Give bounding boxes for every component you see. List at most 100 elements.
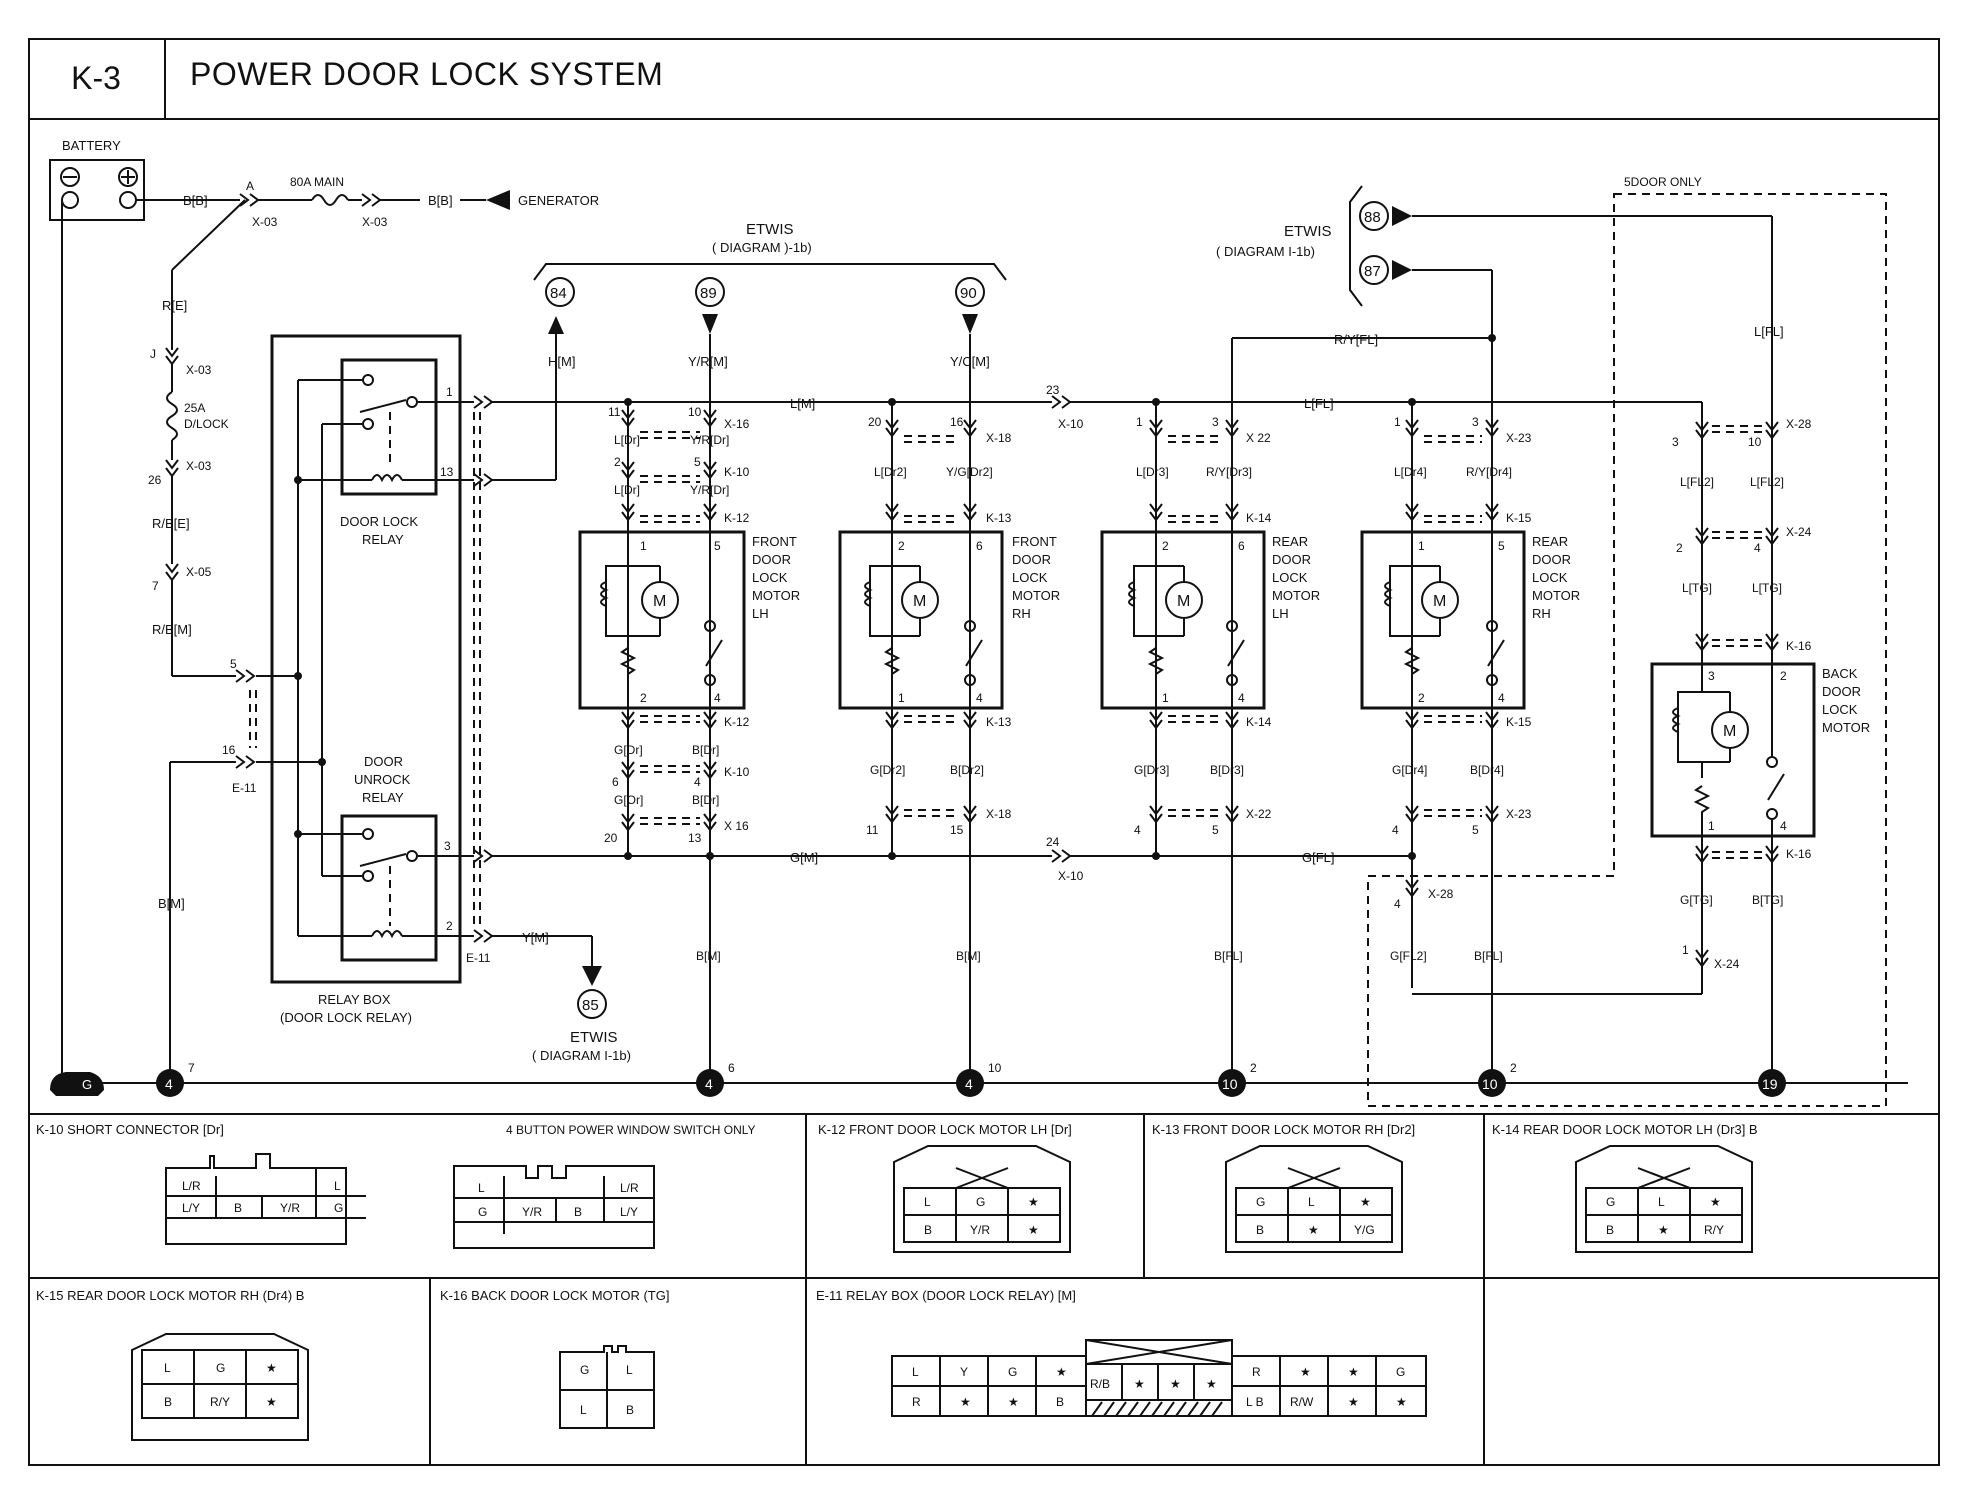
pin-label: 6 <box>612 775 619 789</box>
wire-label: G[Dr3] <box>1134 763 1169 777</box>
relay-label: RELAY <box>362 790 404 805</box>
wire-label: L[Dr] <box>614 433 640 447</box>
battery-label: BATTERY <box>62 138 121 153</box>
five-door-label: 5DOOR ONLY <box>1624 175 1702 189</box>
wire-label: H[M] <box>548 354 575 369</box>
pin-label: 3 <box>1708 669 1715 683</box>
ground-points: G 4 7 4 6 4 10 10 2 10 2 19 <box>50 1061 1786 1097</box>
connector-label: X-23 <box>1506 431 1532 445</box>
connector-label: K-12 <box>724 715 750 729</box>
connector-label: X-18 <box>986 807 1012 821</box>
connector-title: K-13 FRONT DOOR LOCK MOTOR RH [Dr2] <box>1152 1122 1415 1137</box>
pin-cell: ★ <box>1308 1223 1319 1237</box>
connector-label: K-16 <box>1786 639 1812 653</box>
pin-cell: B <box>1606 1223 1614 1237</box>
motor-label: LOCK <box>1532 570 1568 585</box>
etwis-node: 89 <box>700 285 717 302</box>
motor-symbol: M <box>1723 723 1736 740</box>
wire-label: Y/C[M] <box>950 354 990 369</box>
pin-label: 4 <box>1498 691 1505 705</box>
connector-label: X 22 <box>1246 431 1271 445</box>
wire-label: L[FL2] <box>1680 475 1714 489</box>
motor-label: MOTOR <box>1822 720 1870 735</box>
motor-label: FRONT <box>1012 534 1057 549</box>
pin-cell: L/Y <box>182 1201 200 1215</box>
page-title: POWER DOOR LOCK SYSTEM <box>190 56 664 92</box>
motor-label: BACK <box>1822 666 1858 681</box>
pin-label: 1 <box>640 539 647 553</box>
pin-cell: R <box>912 1395 921 1409</box>
pin-label: 4 <box>1392 823 1399 837</box>
pin-cell: B <box>574 1205 582 1219</box>
connector-label: X-28 <box>1428 887 1454 901</box>
pin-label: 1 <box>1162 691 1169 705</box>
pin-cell: R/Y <box>210 1395 230 1409</box>
wire-label: G[Or] <box>614 793 643 807</box>
pin-cell: B <box>1256 1223 1264 1237</box>
pin-label: 2 <box>614 455 621 469</box>
motor-label: REAR <box>1272 534 1308 549</box>
pin-label: 2 <box>1676 541 1683 555</box>
pin-cell: L <box>924 1195 931 1209</box>
generator-label: GENERATOR <box>518 193 599 208</box>
pin-label: 2 <box>446 919 453 933</box>
ground-node: 10 <box>1482 1076 1498 1092</box>
pin-cell: R/B <box>1090 1377 1110 1391</box>
ground-sub: 7 <box>188 1061 195 1075</box>
pin-cell: G <box>216 1361 225 1375</box>
wire-label: Y/R[M] <box>688 354 728 369</box>
pin-cell: ★ <box>1206 1377 1217 1391</box>
wire-label: G[Dr4] <box>1392 763 1427 777</box>
pin-cell: G <box>334 1201 343 1215</box>
wire-label: Y/G[Dr2] <box>946 465 993 479</box>
pin-label: 4 <box>976 691 983 705</box>
pin-label: 6 <box>976 539 983 553</box>
wire-label: L[Dr2] <box>874 465 907 479</box>
pin-label: 5 <box>694 455 701 469</box>
pin-cell: B <box>164 1395 172 1409</box>
wire-label: B[M] <box>158 896 185 911</box>
connector-label: X 16 <box>724 819 749 833</box>
pin-label: 15 <box>950 823 964 837</box>
connector-title: K-14 REAR DOOR LOCK MOTOR LH (Dr3] B <box>1492 1122 1758 1137</box>
connector-label: K-14 <box>1246 511 1272 525</box>
diagram-frame <box>28 38 1940 1466</box>
ground-sub: 2 <box>1250 1061 1257 1075</box>
pin-cell: R/Y <box>1704 1223 1724 1237</box>
ground-label: G <box>82 1077 92 1092</box>
etwis-right: ETWIS ( DIAGRAM I-1b) 88 87 <box>1216 185 1412 307</box>
connector-label: K-12 <box>724 511 750 525</box>
fuse-label: D/LOCK <box>184 417 229 431</box>
pin-cell: ★ <box>266 1361 277 1375</box>
pin-cell: ★ <box>1710 1195 1721 1209</box>
connector-label: E-11 <box>466 951 491 965</box>
rear-door-lock-motor-rh: 1 3 X-23 L[Dr4] R/Y[Dr4] K-15 1 5 2 4 M … <box>1360 398 1580 988</box>
wire-label: B[Dr4] <box>1470 763 1504 777</box>
motor-symbol: M <box>1177 593 1190 610</box>
wire-label: G[TG] <box>1680 893 1713 907</box>
connector-label: X-03 <box>186 459 212 473</box>
wire-label: B[Dr2] <box>950 763 984 777</box>
pin-cell: G <box>976 1195 985 1209</box>
motor-symbol: M <box>1433 593 1446 610</box>
etwis-label: ETWIS <box>1284 223 1332 240</box>
pin-label: 1 <box>1708 819 1715 833</box>
pin-label: 4 <box>1134 823 1141 837</box>
pin-label: 3 <box>1472 415 1479 429</box>
wire-label: B[B] <box>183 193 208 208</box>
pin-cell: Y <box>960 1365 968 1379</box>
battery: BATTERY <box>49 138 145 221</box>
relay-box-label: (DOOR LOCK RELAY) <box>280 1010 412 1025</box>
connector-label: K-10 <box>724 765 750 779</box>
pin-label: A <box>246 179 254 193</box>
ground-node: 4 <box>165 1076 173 1092</box>
pin-cell: ★ <box>1134 1377 1145 1391</box>
pin-cell: ★ <box>1170 1377 1181 1391</box>
etwis-node: 85 <box>582 997 599 1014</box>
etwis-label: ETWIS <box>570 1029 618 1046</box>
pin-cell: G <box>1256 1195 1265 1209</box>
motor-label: RH <box>1532 606 1551 621</box>
pin-cell: ★ <box>1300 1365 1311 1379</box>
pin-label: 13 <box>688 831 702 845</box>
